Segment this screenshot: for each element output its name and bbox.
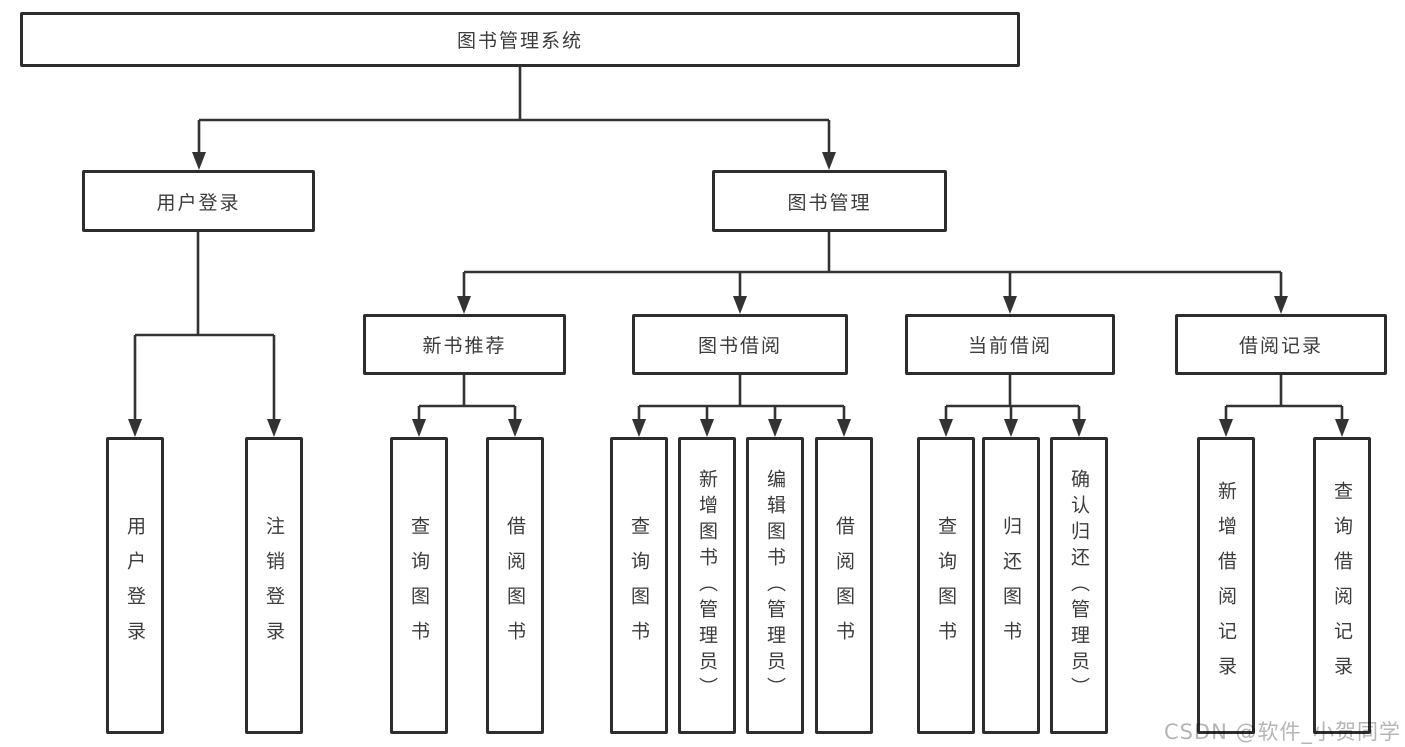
node-library-management-system: 图书管理系统 xyxy=(20,12,1020,67)
leaf-recommend-borrow-book: 借阅图书 xyxy=(486,437,544,734)
node-book-management: 图书管理 xyxy=(712,170,947,232)
node-book-borrowing: 图书借阅 xyxy=(632,314,848,375)
node-new-book-recommendation: 新书推荐 xyxy=(363,314,566,375)
leaf-record-query-borrow-record: 查询借阅记录 xyxy=(1313,437,1371,734)
arrowheads xyxy=(128,152,1349,437)
leaf-record-add-borrow-record: 新增借阅记录 xyxy=(1197,437,1255,734)
node-borrowing-records: 借阅记录 xyxy=(1175,314,1387,375)
leaf-logout-login: 注销登录 xyxy=(245,437,303,734)
leaf-borrow-query-book: 查询图书 xyxy=(610,437,668,734)
leaf-borrow-borrow-book: 借阅图书 xyxy=(815,437,873,734)
leaf-borrow-add-book-admin: 新增图书（管理员） xyxy=(678,437,736,734)
node-current-borrowing: 当前借阅 xyxy=(905,314,1115,375)
leaf-current-confirm-return-admin: 确认归还（管理员） xyxy=(1050,437,1108,734)
leaf-current-return-book: 归还图书 xyxy=(982,437,1040,734)
leaf-current-query-book: 查询图书 xyxy=(917,437,975,734)
node-user-login: 用户登录 xyxy=(82,170,315,232)
leaf-borrow-edit-book-admin: 编辑图书（管理员） xyxy=(746,437,804,734)
leaf-recommend-query-book: 查询图书 xyxy=(390,437,448,734)
leaf-user-login: 用户登录 xyxy=(106,437,164,734)
csdn-watermark: CSDN @软件_小贺同学 xyxy=(1163,720,1401,744)
